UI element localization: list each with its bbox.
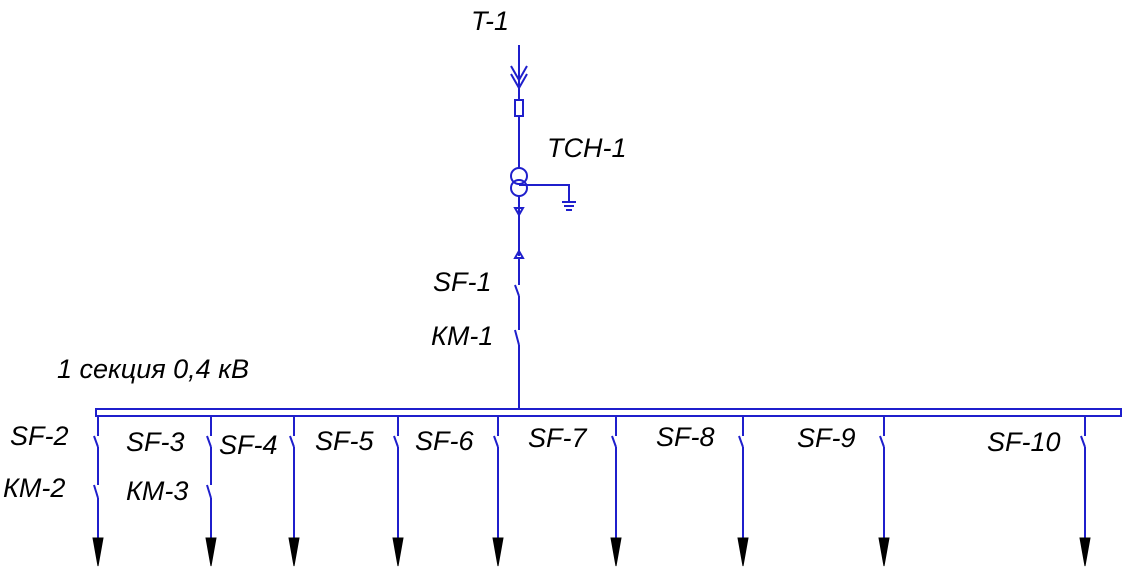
- feeder-breaker-icon: [611, 435, 617, 448]
- busbar: [95, 408, 1122, 417]
- main-breaker-label: SF-1: [433, 267, 492, 297]
- feeder-breaker-label: SF-2: [10, 421, 69, 451]
- outgoing-arrow-icon: [492, 537, 504, 567]
- feeder-breaker-label: SF-5: [315, 426, 374, 456]
- fuse-icon: [514, 99, 524, 117]
- feeder-breaker-label: SF-9: [797, 423, 856, 453]
- feeder-breaker-label: SF-8: [656, 422, 715, 452]
- feeder-breaker-label: SF-10: [987, 427, 1061, 457]
- feeder-breaker-icon: [738, 435, 744, 448]
- source-label: T-1: [471, 6, 510, 36]
- feeder-breaker-icon: [493, 435, 499, 448]
- outgoing-arrow-icon: [205, 537, 217, 567]
- breaker-sf1-blade: [514, 284, 520, 297]
- feeder-breaker-label: SF-4: [219, 430, 278, 460]
- contactor-km1-blade: [514, 329, 520, 346]
- incoming-circuit: [510, 45, 576, 409]
- busbar-label: 1 секция 0,4 кВ: [57, 354, 249, 384]
- feeder-breaker-label: SF-6: [415, 426, 474, 456]
- outgoing-arrow-icon: [610, 537, 622, 567]
- transformer-label: ТСН-1: [547, 133, 627, 163]
- outgoing-arrow-icon: [92, 537, 104, 567]
- outgoing-arrow-icon: [878, 537, 890, 567]
- disconnector-down-icon: [513, 207, 525, 218]
- feeder-breaker-icon: [393, 435, 399, 448]
- transformer-winding-secondary-icon: [510, 179, 528, 197]
- outgoing-arrow-icon: [392, 537, 404, 567]
- outgoing-arrow-icon: [288, 537, 300, 567]
- feeder-group: [92, 416, 1091, 567]
- neutral-ground-lead: [519, 184, 570, 202]
- feeder-breaker-icon: [206, 435, 212, 448]
- feeder-breaker-label: SF-3: [126, 427, 185, 457]
- feeder-contactor-label: КМ-3: [126, 476, 189, 506]
- feeder-breaker-icon: [93, 435, 99, 448]
- feeder-contactor-icon: [206, 484, 212, 499]
- feeder-breaker-icon: [289, 435, 295, 448]
- outgoing-arrow-icon: [1079, 537, 1091, 567]
- incoming-arrow-icon-2: [510, 73, 528, 91]
- main-contactor-label: КМ-1: [431, 321, 494, 351]
- feeder-contactor-label: КМ-2: [3, 473, 66, 503]
- feeder-contactor-icon: [93, 484, 99, 499]
- incoming-arrow-icon: [510, 65, 528, 83]
- feeder-breaker-icon: [879, 435, 885, 448]
- feeder-breaker-label: SF-7: [528, 423, 587, 453]
- feeder-breaker-icon: [1080, 435, 1086, 448]
- outgoing-arrow-icon: [737, 537, 749, 567]
